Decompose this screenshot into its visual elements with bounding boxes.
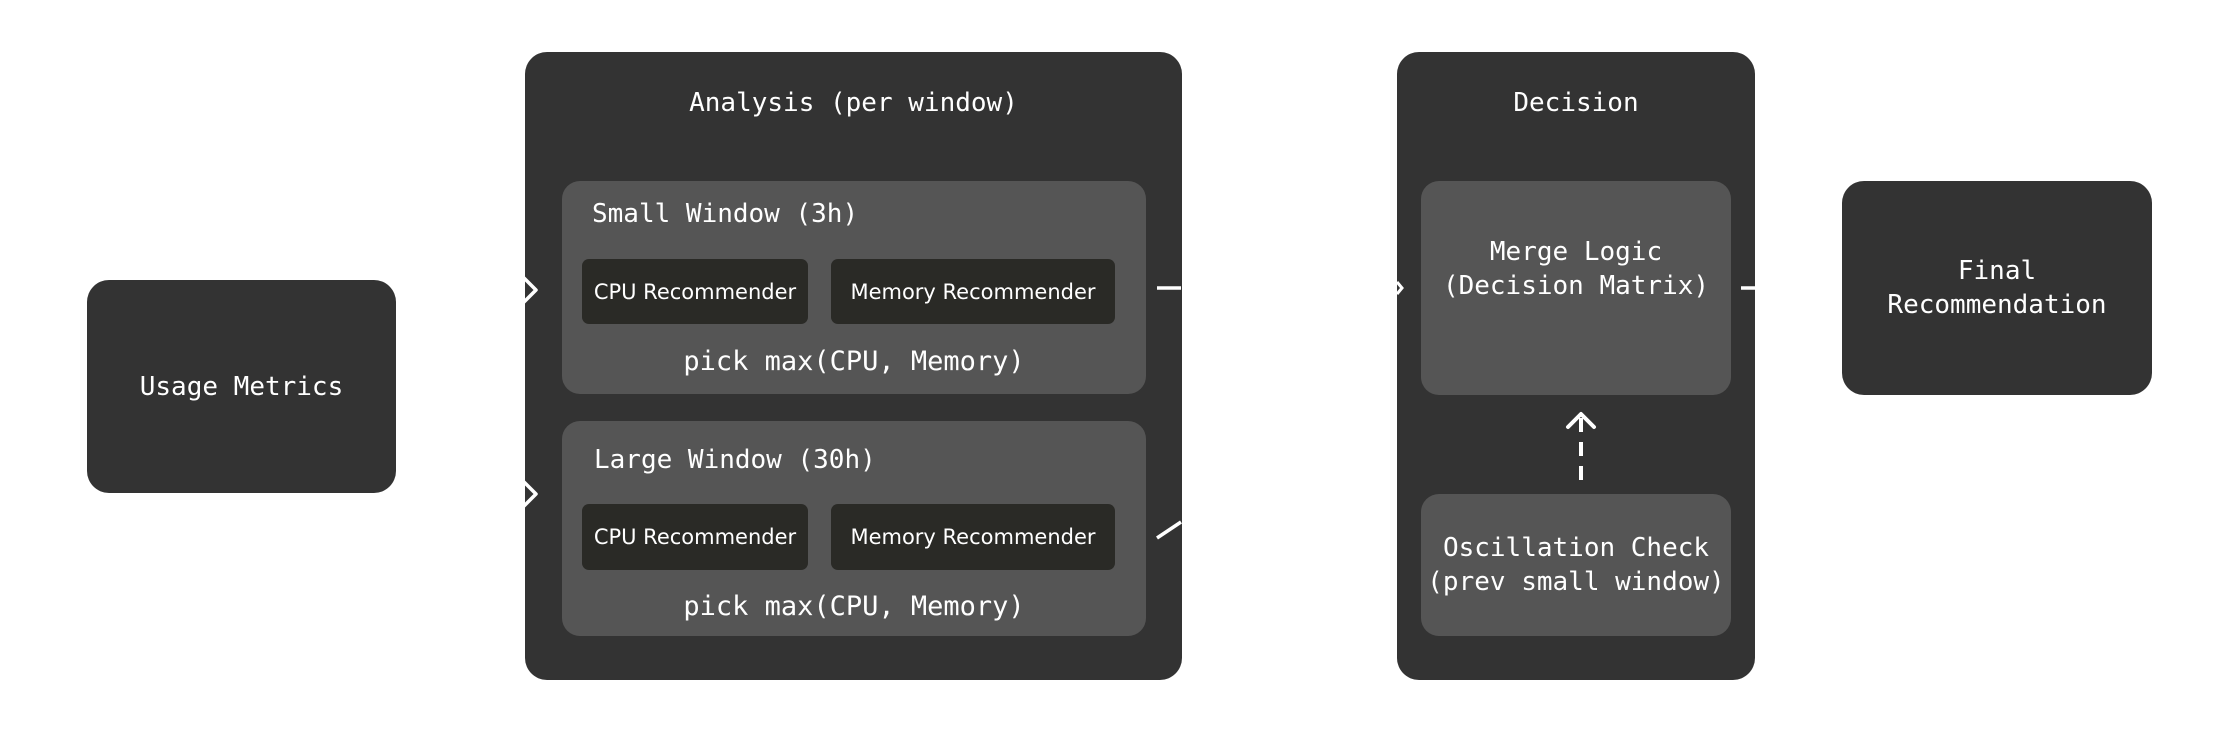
small-pick-max: pick max(CPU, Memory): [683, 346, 1025, 377]
usage-metrics-node: Usage Metrics: [87, 280, 396, 493]
merge-logic-line-2: (Decision Matrix): [1442, 271, 1710, 301]
small-window-title: Small Window (3h): [592, 199, 859, 229]
final-recommendation-node: Final Recommendation: [1842, 181, 2152, 395]
large-memory-recommender: Memory Recommender: [831, 504, 1115, 570]
arrow-to-small-window: [522, 276, 538, 304]
small-memory-recommender: Memory Recommender: [831, 259, 1115, 324]
arrow-into-decision: [1395, 281, 1404, 295]
analysis-container: Analysis (per window) Small Window (3h) …: [525, 52, 1182, 680]
arrow-to-large-window: [522, 480, 538, 508]
usage-metrics-label: Usage Metrics: [139, 371, 344, 402]
large-to-merge-line: [1156, 520, 1182, 540]
oscillation-check-node: Oscillation Check (prev small window): [1421, 494, 1731, 636]
oscillation-check-line-2: (prev small window): [1427, 567, 1725, 597]
large-cpu-recommender: CPU Recommender: [582, 504, 808, 570]
analysis-title: Analysis (per window): [689, 88, 1018, 118]
decision-title: Decision: [1513, 88, 1639, 118]
merge-logic-node: Merge Logic (Decision Matrix): [1421, 181, 1731, 395]
small-cpu-recommender: CPU Recommender: [582, 259, 808, 324]
oscillation-to-merge-arrowhead: [1566, 412, 1596, 429]
large-window-box: Large Window (30h) CPU Recommender Memor…: [562, 421, 1146, 636]
small-window-box: Small Window (3h) CPU Recommender Memory…: [562, 181, 1146, 394]
merge-logic-line-1: Merge Logic: [1489, 237, 1663, 267]
final-line-1: Final: [1957, 256, 2037, 286]
decision-container: Decision Merge Logic (Decision Matrix) O…: [1397, 52, 1755, 680]
final-line-2: Recommendation: [1887, 290, 2107, 320]
large-window-title: Large Window (30h): [594, 445, 876, 475]
large-pick-max: pick max(CPU, Memory): [683, 591, 1025, 622]
oscillation-check-line-1: Oscillation Check: [1442, 533, 1710, 563]
